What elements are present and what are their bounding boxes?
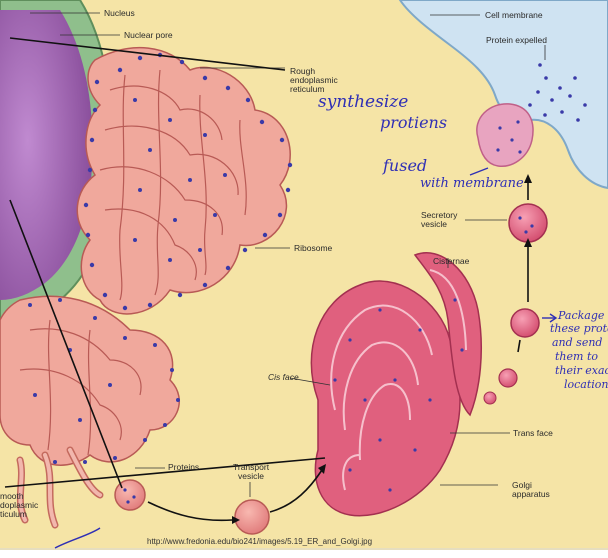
golgi-vesicle-budding: [511, 309, 539, 337]
note-package-2: these protei: [550, 322, 608, 335]
label-ribosome: Ribosome: [294, 244, 332, 253]
note-package-4: them to: [555, 350, 598, 363]
label-cell-membrane: Cell membrane: [485, 11, 543, 20]
note-synthesize-2: protiens: [380, 113, 447, 132]
note-package-1: Package: [558, 309, 604, 322]
note-fused-1: fused: [383, 156, 427, 175]
label-nuclear-pore: Nuclear pore: [124, 31, 173, 40]
note-package-3: and send: [552, 336, 602, 349]
note-fused-2: with membrane: [420, 176, 524, 191]
source-url: http://www.fredonia.edu/bio241/images/5.…: [147, 537, 372, 546]
label-secretory-vesicle-2: vesicle: [421, 220, 447, 229]
label-proteins: Proteins: [168, 463, 199, 472]
transport-vesicle-right: [235, 500, 269, 534]
label-nucleus: Nucleus: [104, 9, 135, 18]
label-trans-face: Trans face: [513, 429, 553, 438]
golgi-vesicle-small: [499, 369, 517, 387]
label-golgi-2: apparatus: [512, 490, 550, 499]
secretory-vesicle: [509, 204, 547, 242]
label-cisternae: Cisternae: [433, 257, 469, 266]
note-package-5: their exac: [555, 364, 608, 377]
label-protein-expelled: Protein expelled: [486, 36, 547, 45]
note-synthesize-1: synthesize: [318, 92, 408, 112]
label-cis-face: Cis face: [268, 373, 299, 382]
label-transport-vesicle-2: vesicle: [238, 472, 264, 481]
transport-vesicle-left: [115, 480, 145, 510]
note-package-6: location: [564, 378, 608, 391]
label-smooth-er-3: ticulum: [0, 510, 27, 519]
